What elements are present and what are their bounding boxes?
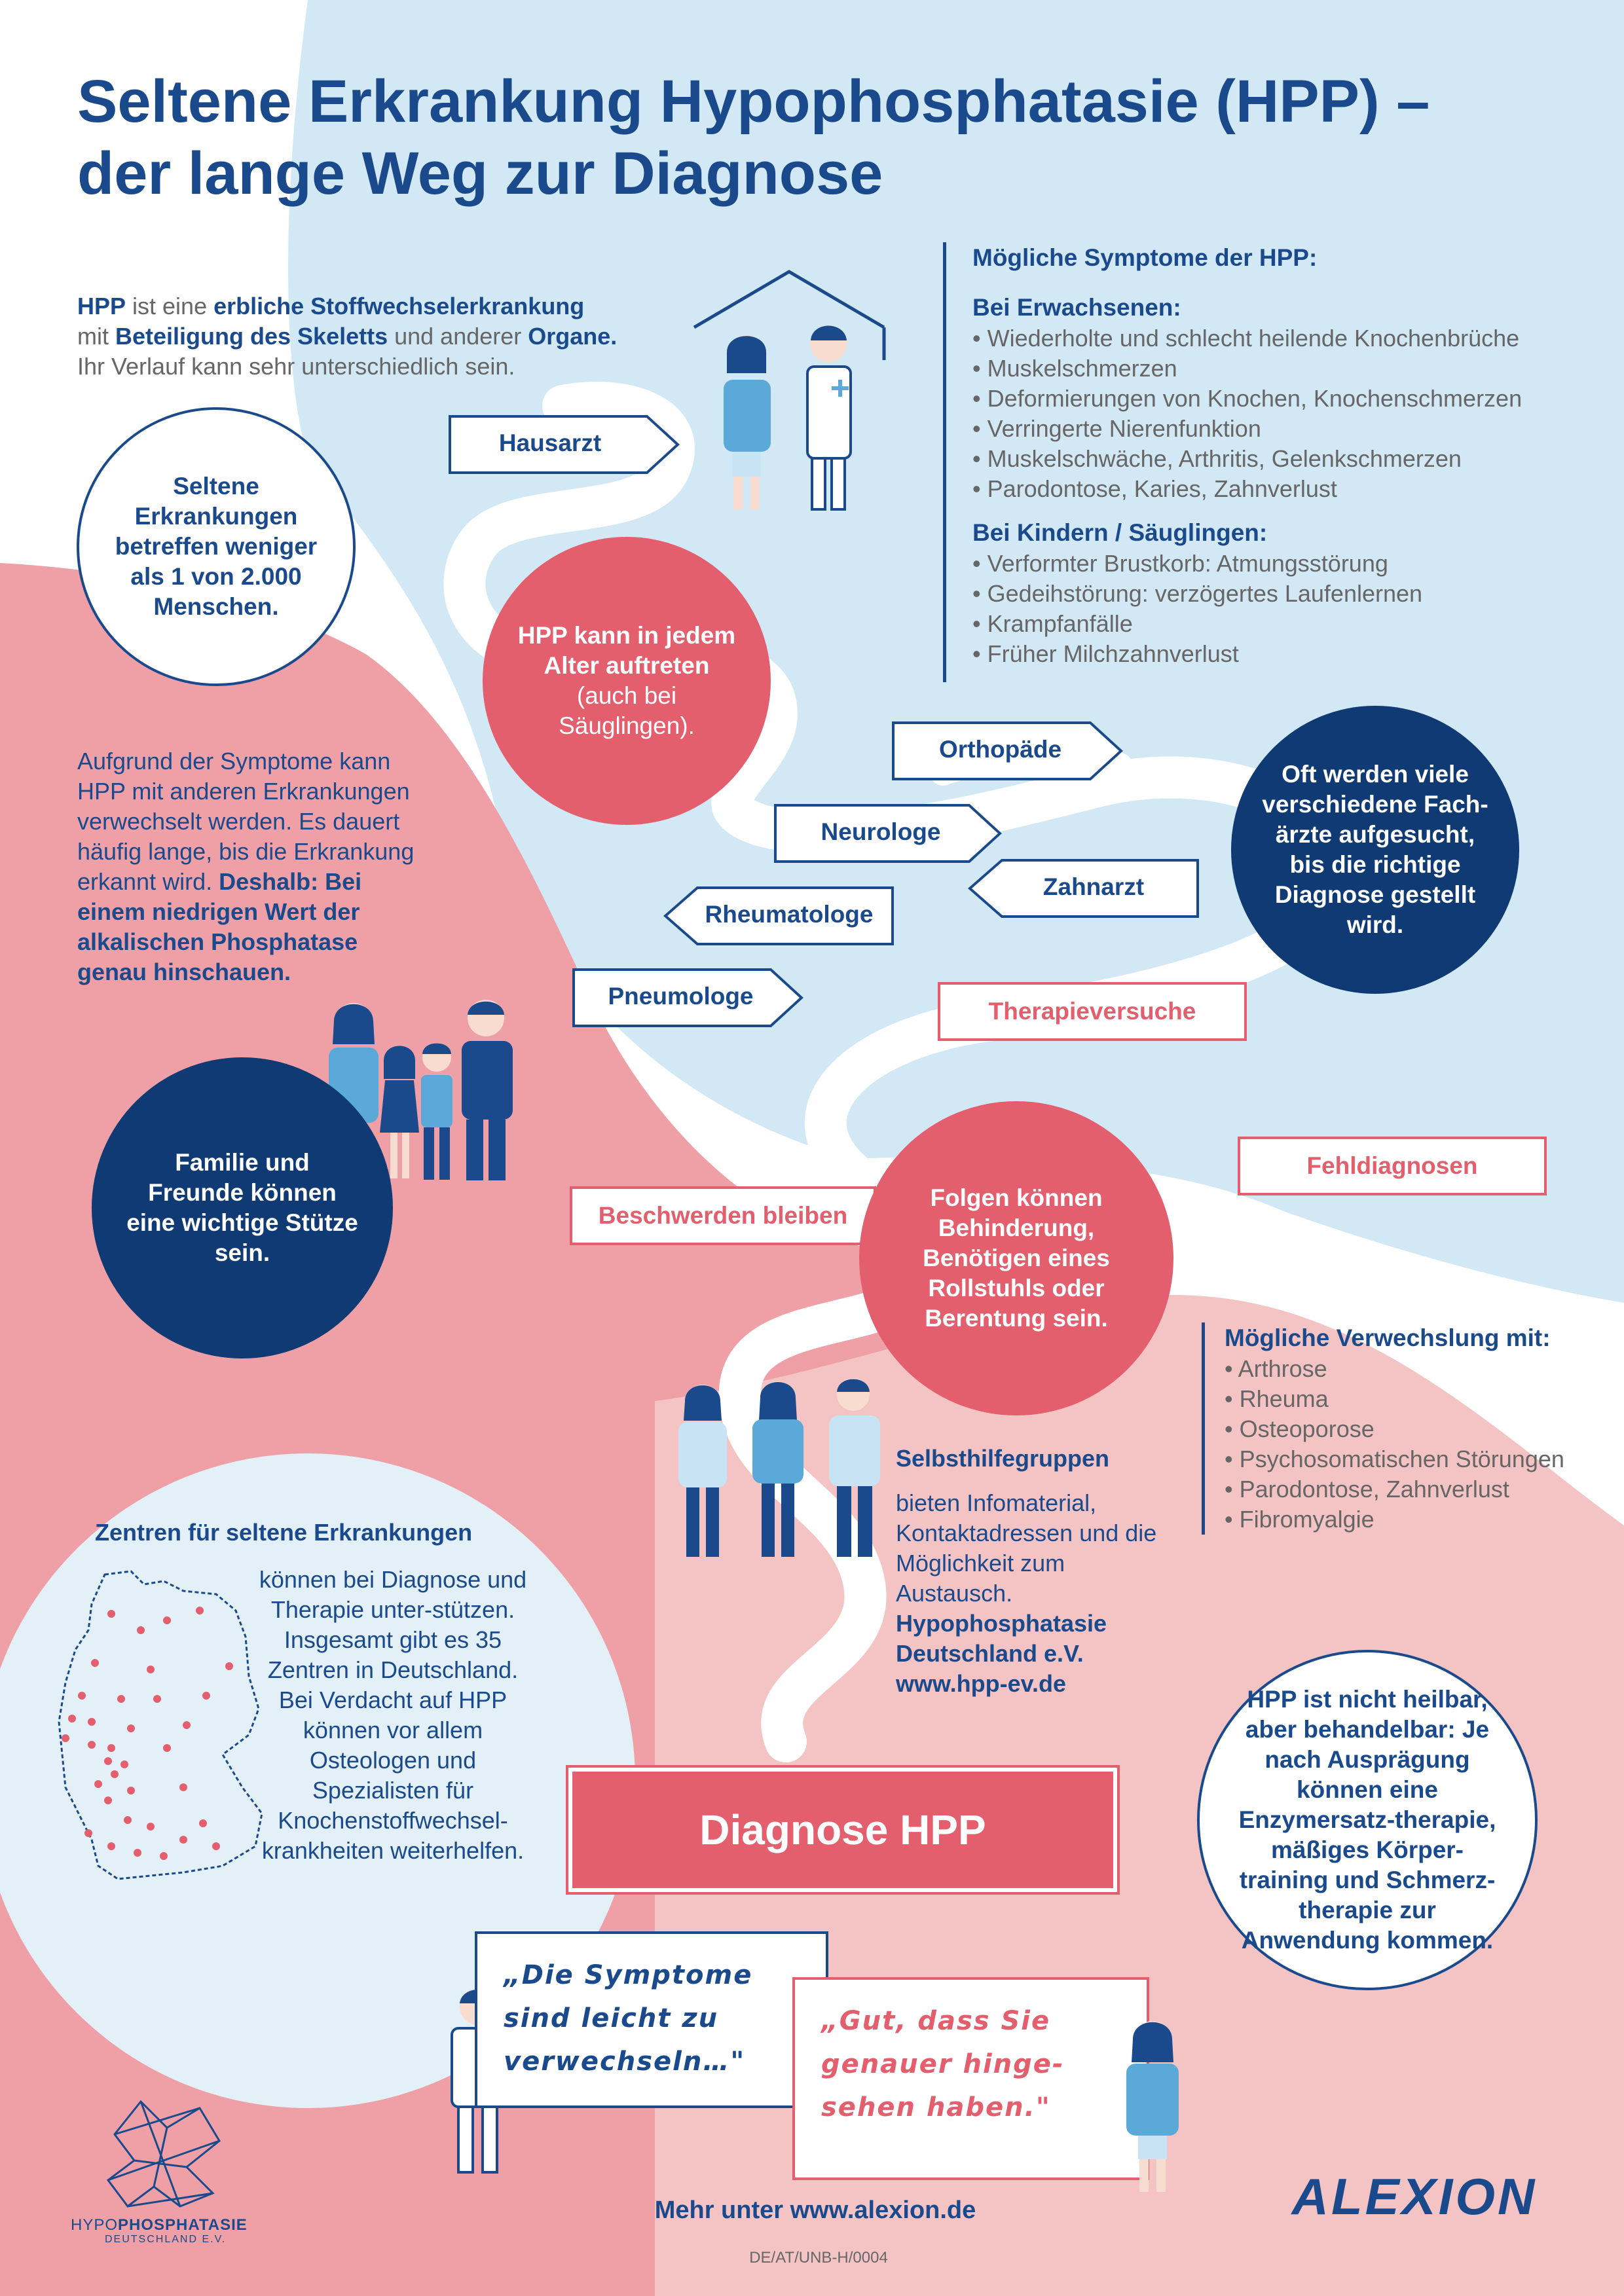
list-item: Wiederholte und schlecht heilende Knoche…	[972, 323, 1624, 354]
list-item: Parodontose, Zahnverlust	[1225, 1474, 1624, 1504]
hpp-alter-text: HPP kann in jedem Alter auftreten (auch …	[515, 621, 738, 741]
list-item: Muskelschwäche, Arthritis, Gelenkschmerz…	[972, 444, 1624, 474]
list-item: Verringerte Nierenfunktion	[972, 414, 1624, 444]
list-item: Früher Milchzahnverlust	[972, 639, 1624, 669]
neurologe-tag-shape	[774, 804, 1002, 863]
quote-patient: „Gut, dass Sie genauer hinge-sehen haben…	[821, 2006, 1065, 2123]
patient-woman-illustration	[1126, 2021, 1179, 2192]
oft-text: Oft werden viele verschiedene Fach-ärzte…	[1262, 761, 1488, 938]
list-item: Rheuma	[1225, 1384, 1624, 1414]
tag-neurologe: Neurologe	[821, 818, 941, 845]
intro-part: ist eine	[126, 293, 214, 319]
centre-dots	[62, 1607, 233, 1860]
list-item: Deformierungen von Knochen, Knochenschme…	[972, 384, 1624, 414]
aufgrund-normal: Aufgrund der Symptome kann HPP mit ander…	[77, 748, 415, 895]
hpp-alter-normal: (auch bei Säuglingen).	[559, 682, 695, 739]
hpp-alter-bold: HPP kann in jedem Alter auftreten	[517, 622, 736, 679]
zentren-text: können bei Diagnose und Therapie unter-s…	[259, 1566, 527, 1864]
symptoms-panel: Mögliche Symptome der HPP: Bei Erwachsen…	[943, 242, 1624, 682]
list-item: Fibromyalgie	[1225, 1504, 1624, 1535]
intro-part: und anderer	[388, 323, 528, 350]
zentren-heading: Zentren für seltene Erkrankungen	[95, 1519, 473, 1546]
tag-rheumatologe: Rheumatologe	[705, 901, 874, 928]
page-title: Seltene Erkrankung Hypophosphatasie (HPP…	[77, 65, 1583, 210]
children-symptom-list: Verformter Brustkorb: Atmungsstörung Ged…	[972, 549, 1624, 669]
diagnose-hpp-box: Diagnose HPP	[568, 1768, 1117, 1892]
list-item: Osteoporose	[1225, 1414, 1624, 1444]
hpp-deutschland-logo	[106, 2100, 221, 2208]
list-item: Arthrose	[1225, 1354, 1624, 1384]
intro-bold-stoffwechsel: erbliche Stoffwechselerkrankung	[213, 293, 585, 319]
intro-verlauf: Ihr Verlauf kann sehr unterschiedlich se…	[77, 353, 515, 380]
intro-bold-organe: Organe.	[528, 323, 618, 350]
selbsthilfe-org: Hypophosphatasie Deutschland e.V.	[896, 1610, 1107, 1667]
zahnarzt-tag-shape	[967, 859, 1199, 918]
list-item: Krampfanfälle	[972, 609, 1624, 639]
footer-code: DE/AT/UNB-H/0004	[749, 2249, 888, 2267]
aufgrund-bold: Deshalb: Bei einem niedrigen Wert der al…	[77, 868, 362, 985]
selbsthilfe-url[interactable]: www.hpp-ev.de	[896, 1670, 1067, 1697]
heilbar-text: HPP ist nicht heilbar, aber behandelbar:…	[1238, 1686, 1496, 1954]
intro-bold-skelett: Beteiligung des Skeletts	[115, 323, 388, 350]
adults-heading: Bei Erwachsenen:	[972, 294, 1181, 321]
list-item: Parodontose, Karies, Zahnverlust	[972, 474, 1624, 504]
list-item: Gedeihstörung: verzögertes Laufenlernen	[972, 579, 1624, 609]
alexion-logo: ALEXION	[1291, 2168, 1538, 2225]
orthopaede-tag-shape	[892, 721, 1123, 780]
verwechslung-hinweis: Aufgrund der Symptome kann HPP mit ander…	[77, 746, 418, 987]
quote-doctor-box: „Die Symptome sind leicht zu verwechseln…	[475, 1931, 828, 2108]
list-item: Verformter Brustkorb: Atmungsstörung	[972, 549, 1624, 579]
house-doctor-patient-illustration	[693, 270, 886, 511]
intro-text: HPP ist eine erbliche Stoffwechselerkran…	[77, 291, 667, 382]
verwechslung-panel: Mögliche Verwechslung mit: Arthrose Rheu…	[1202, 1322, 1624, 1535]
title-line-2: der lange Weg zur Diagnose	[77, 140, 883, 207]
quote-patient-box: „Gut, dass Sie genauer hinge-sehen haben…	[792, 1977, 1149, 2180]
hausarzt-tag-shape	[449, 415, 680, 474]
tag-beschwerden-bleiben: Beschwerden bleiben	[570, 1186, 876, 1245]
hpp-logo-text: HYPOPHOSPHATASIE	[71, 2216, 267, 2234]
tag-fehldiagnosen: Fehldiagnosen	[1238, 1137, 1547, 1195]
familie-text: Familie und Freunde können eine wichtige…	[126, 1149, 358, 1266]
selbsthilfe-group-illustration	[678, 1378, 880, 1557]
family-illustration	[329, 1000, 513, 1180]
circle-oft-fachaerzte: Oft werden viele verschiedene Fach-ärzte…	[1231, 706, 1519, 994]
children-heading: Bei Kindern / Säuglingen:	[972, 519, 1268, 546]
hpp-logo-b: PHOSPHATASIE	[118, 2216, 248, 2234]
tag-zahnarzt: Zahnarzt	[1043, 873, 1145, 900]
pneumologe-tag-shape	[572, 968, 803, 1027]
list-item: Muskelschmerzen	[972, 354, 1624, 384]
selbsthilfe-text: Selbsthilfegruppen bieten Infomaterial, …	[896, 1444, 1171, 1699]
circle-hpp-jedes-alter: HPP kann in jedem Alter auftreten (auch …	[483, 537, 771, 825]
title-line-1: Seltene Erkrankung Hypophosphatasie (HPP…	[77, 68, 1430, 135]
seltene-text: Seltene Erkrankungen betreffen weniger a…	[115, 473, 318, 620]
tag-pneumologe: Pneumologe	[608, 983, 754, 1010]
hpp-logo-subtext: DEUTSCHLAND E.V.	[105, 2234, 227, 2245]
symptoms-heading: Mögliche Symptome der HPP:	[972, 244, 1318, 271]
adults-symptom-list: Wiederholte und schlecht heilende Knoche…	[972, 323, 1624, 504]
intro-hpp: HPP	[77, 293, 126, 319]
circle-nicht-heilbar: HPP ist nicht heilbar, aber behandelbar:…	[1197, 1650, 1538, 1990]
verwechslung-heading: Mögliche Verwechslung mit:	[1225, 1324, 1551, 1351]
tag-therapieversuche: Therapieversuche	[938, 982, 1247, 1041]
folgen-text: Folgen können Behinderung, Benötigen ein…	[923, 1184, 1110, 1332]
rheumatologe-tag-shape	[663, 886, 894, 945]
quote-doctor: „Die Symptome sind leicht zu verwechseln…	[504, 1960, 753, 2077]
selbsthilfe-desc: bieten Infomaterial, Kontaktadressen und…	[896, 1489, 1157, 1607]
list-item: Psychosomatischen Störungen	[1225, 1444, 1624, 1474]
circle-familie-freunde: Familie und Freunde können eine wichtige…	[92, 1057, 393, 1358]
footer-mehr-link[interactable]: Mehr unter www.alexion.de	[654, 2196, 976, 2224]
selbsthilfe-heading: Selbsthilfegruppen	[896, 1445, 1110, 1472]
intro-part: mit	[77, 323, 115, 350]
tag-hausarzt: Hausarzt	[498, 429, 602, 456]
tag-orthopaede: Orthopäde	[938, 736, 1062, 763]
circle-seltene-erkrankungen: Seltene Erkrankungen betreffen weniger a…	[77, 407, 356, 686]
germany-map	[58, 1570, 263, 1880]
verwechslung-list: Arthrose Rheuma Osteoporose Psychosomati…	[1225, 1354, 1624, 1535]
hpp-logo-a: HYPO	[71, 2216, 119, 2234]
circle-folgen: Folgen können Behinderung, Benötigen ein…	[859, 1101, 1173, 1415]
